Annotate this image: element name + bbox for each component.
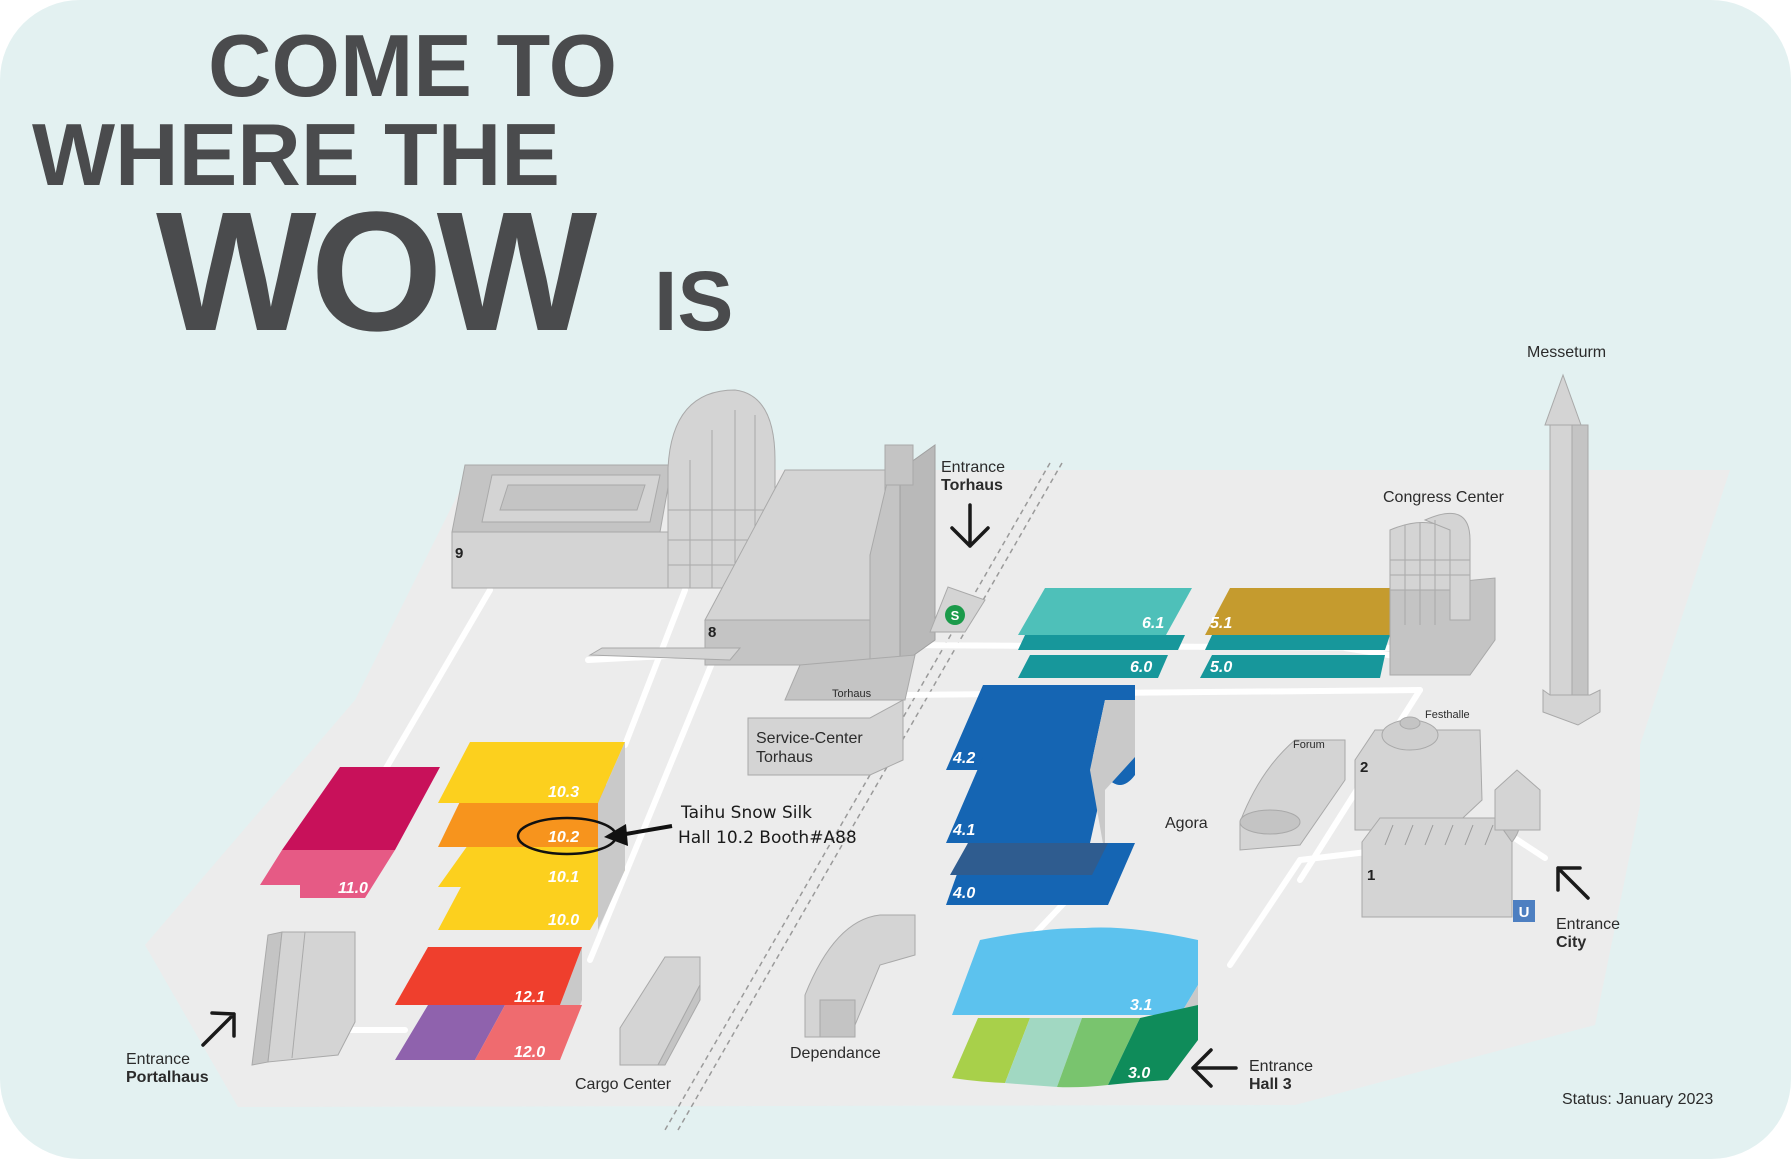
hall-10-1[interactable]: 10.1 <box>438 845 625 887</box>
entrance-city-line2: City <box>1556 934 1586 951</box>
congress-center-label: Congress Center <box>1383 489 1505 506</box>
s-bahn-icon: S <box>951 608 960 623</box>
cargo-center-label: Cargo Center <box>575 1076 672 1093</box>
hall-3-0[interactable]: 3.0 <box>952 1005 1198 1088</box>
s-bahn-station: S <box>929 586 986 633</box>
entrance-torhaus: Entrance Torhaus <box>941 459 1005 548</box>
hall-10-1-label: 10.1 <box>548 869 579 886</box>
hall-6-0-label: 6.0 <box>1130 659 1152 676</box>
hall-4-1-label: 4.1 <box>952 822 975 839</box>
arrow-pointer-icon <box>604 824 673 846</box>
hall-12-0-label: 12.0 <box>514 1044 545 1061</box>
building-9: 9 <box>451 389 776 589</box>
agora-label: Agora <box>1165 815 1208 832</box>
hall-12-1-label: 12.1 <box>514 989 545 1006</box>
annotation-line1: Taihu Snow Silk <box>680 803 812 823</box>
hall-5-0[interactable]: 5.0 <box>1200 655 1385 678</box>
hall-6-1-label: 6.1 <box>1142 615 1164 632</box>
entrance-city: Entrance City <box>1556 866 1620 951</box>
hall-10-2-label: 10.2 <box>548 829 579 846</box>
forum-building: Forum <box>1239 739 1346 851</box>
building-1: 1 <box>1361 769 1541 918</box>
entrance-city-line1: Entrance <box>1556 916 1620 933</box>
congress-center-building <box>1389 512 1496 676</box>
hall-5-0-label: 5.0 <box>1210 659 1232 676</box>
torhaus-building: Torhaus <box>784 654 916 701</box>
building-9-label: 9 <box>455 545 463 562</box>
entrance-portalhaus: Entrance Portalhaus <box>126 1011 236 1086</box>
hall-5-1[interactable]: 5.1 <box>1205 588 1395 635</box>
building-2-label: 2 <box>1360 759 1368 776</box>
festhalle-label: Festhalle <box>1425 709 1470 721</box>
booth-annotation: Taihu Snow Silk Hall 10.2 Booth#A88 <box>516 803 857 856</box>
entrance-torhaus-line2: Torhaus <box>941 477 1003 494</box>
hall-11[interactable]: 11.0 <box>260 767 440 898</box>
building-1-label: 1 <box>1367 867 1375 884</box>
service-center-label-line1: Service-Center <box>756 730 863 747</box>
hall-6-1-lower <box>1018 635 1185 650</box>
building-8-label: 8 <box>708 624 716 641</box>
dependance-label: Dependance <box>790 1045 881 1062</box>
hall-3-1[interactable]: 3.1 <box>952 927 1198 1016</box>
messeturm-tower <box>1542 373 1601 726</box>
annotation-line2: Hall 10.2 Booth#A88 <box>678 828 857 848</box>
building-8: 8 <box>588 444 936 666</box>
hall-6-0[interactable]: 6.0 <box>1018 655 1168 678</box>
arrow-up-left-icon <box>1556 866 1590 900</box>
arrow-down-icon <box>950 503 990 548</box>
hall-10-3[interactable]: 10.3 <box>438 742 625 803</box>
u-bahn-icon: U <box>1519 904 1530 921</box>
dependance-building <box>804 914 916 1038</box>
hall-4-0[interactable]: 4.0 <box>946 843 1135 905</box>
headline-wow: WOW <box>156 177 598 367</box>
entrance-hall-3: Entrance Hall 3 <box>1191 1048 1313 1093</box>
headline: COME TO WHERE THE WOW IS <box>32 16 733 367</box>
headline-line1: COME TO <box>208 16 617 115</box>
entrance-torhaus-line1: Entrance <box>941 459 1005 476</box>
hall-4-2-label: 4.2 <box>952 750 975 767</box>
entrance-portalhaus-line2: Portalhaus <box>126 1069 209 1086</box>
hall-10-3-label: 10.3 <box>548 784 579 801</box>
hall-11-label: 11.0 <box>338 880 368 897</box>
entrance-hall-3-line1: Entrance <box>1249 1058 1313 1075</box>
u-bahn-station: U <box>1513 900 1535 922</box>
hall-5-1-label: 5.1 <box>1210 615 1232 632</box>
hall-5-1-lower <box>1205 635 1390 650</box>
building-2-festhalle: Festhalle 2 <box>1354 709 1483 831</box>
portalhaus-building <box>251 931 356 1066</box>
hall-12-0[interactable]: 12.0 <box>395 1005 582 1061</box>
hall-10-0-label: 10.0 <box>548 912 579 929</box>
arrow-left-icon <box>1191 1048 1238 1088</box>
forum-label: Forum <box>1293 739 1325 751</box>
status-text: Status: January 2023 <box>1562 1091 1713 1108</box>
service-center-label-line2: Torhaus <box>756 749 813 766</box>
hall-4-0-label: 4.0 <box>952 885 975 902</box>
railway <box>664 462 1063 1131</box>
headline-line2: WHERE THE <box>32 105 560 204</box>
service-center-torhaus: Service-Center Torhaus <box>747 699 904 776</box>
entrance-hall-3-line2: Hall 3 <box>1249 1076 1292 1093</box>
hall-4-side <box>1090 700 1135 855</box>
hall-3-1-label: 3.1 <box>1130 997 1152 1014</box>
arrow-up-right-icon <box>201 1011 236 1047</box>
hall-6-1[interactable]: 6.1 <box>1018 588 1192 635</box>
torhaus-label: Torhaus <box>832 688 872 700</box>
hall-3-0-label: 3.0 <box>1128 1065 1150 1082</box>
hall-4-1[interactable]: 4.1 <box>946 757 1135 843</box>
headline-is: IS <box>654 254 733 348</box>
messeturm-label: Messeturm <box>1527 344 1606 361</box>
hall-4-2[interactable]: 4.2 <box>946 685 1135 770</box>
cargo-center-building <box>619 956 701 1066</box>
hall-12-1[interactable]: 12.1 <box>395 947 582 1006</box>
entrance-portalhaus-line1: Entrance <box>126 1051 190 1068</box>
